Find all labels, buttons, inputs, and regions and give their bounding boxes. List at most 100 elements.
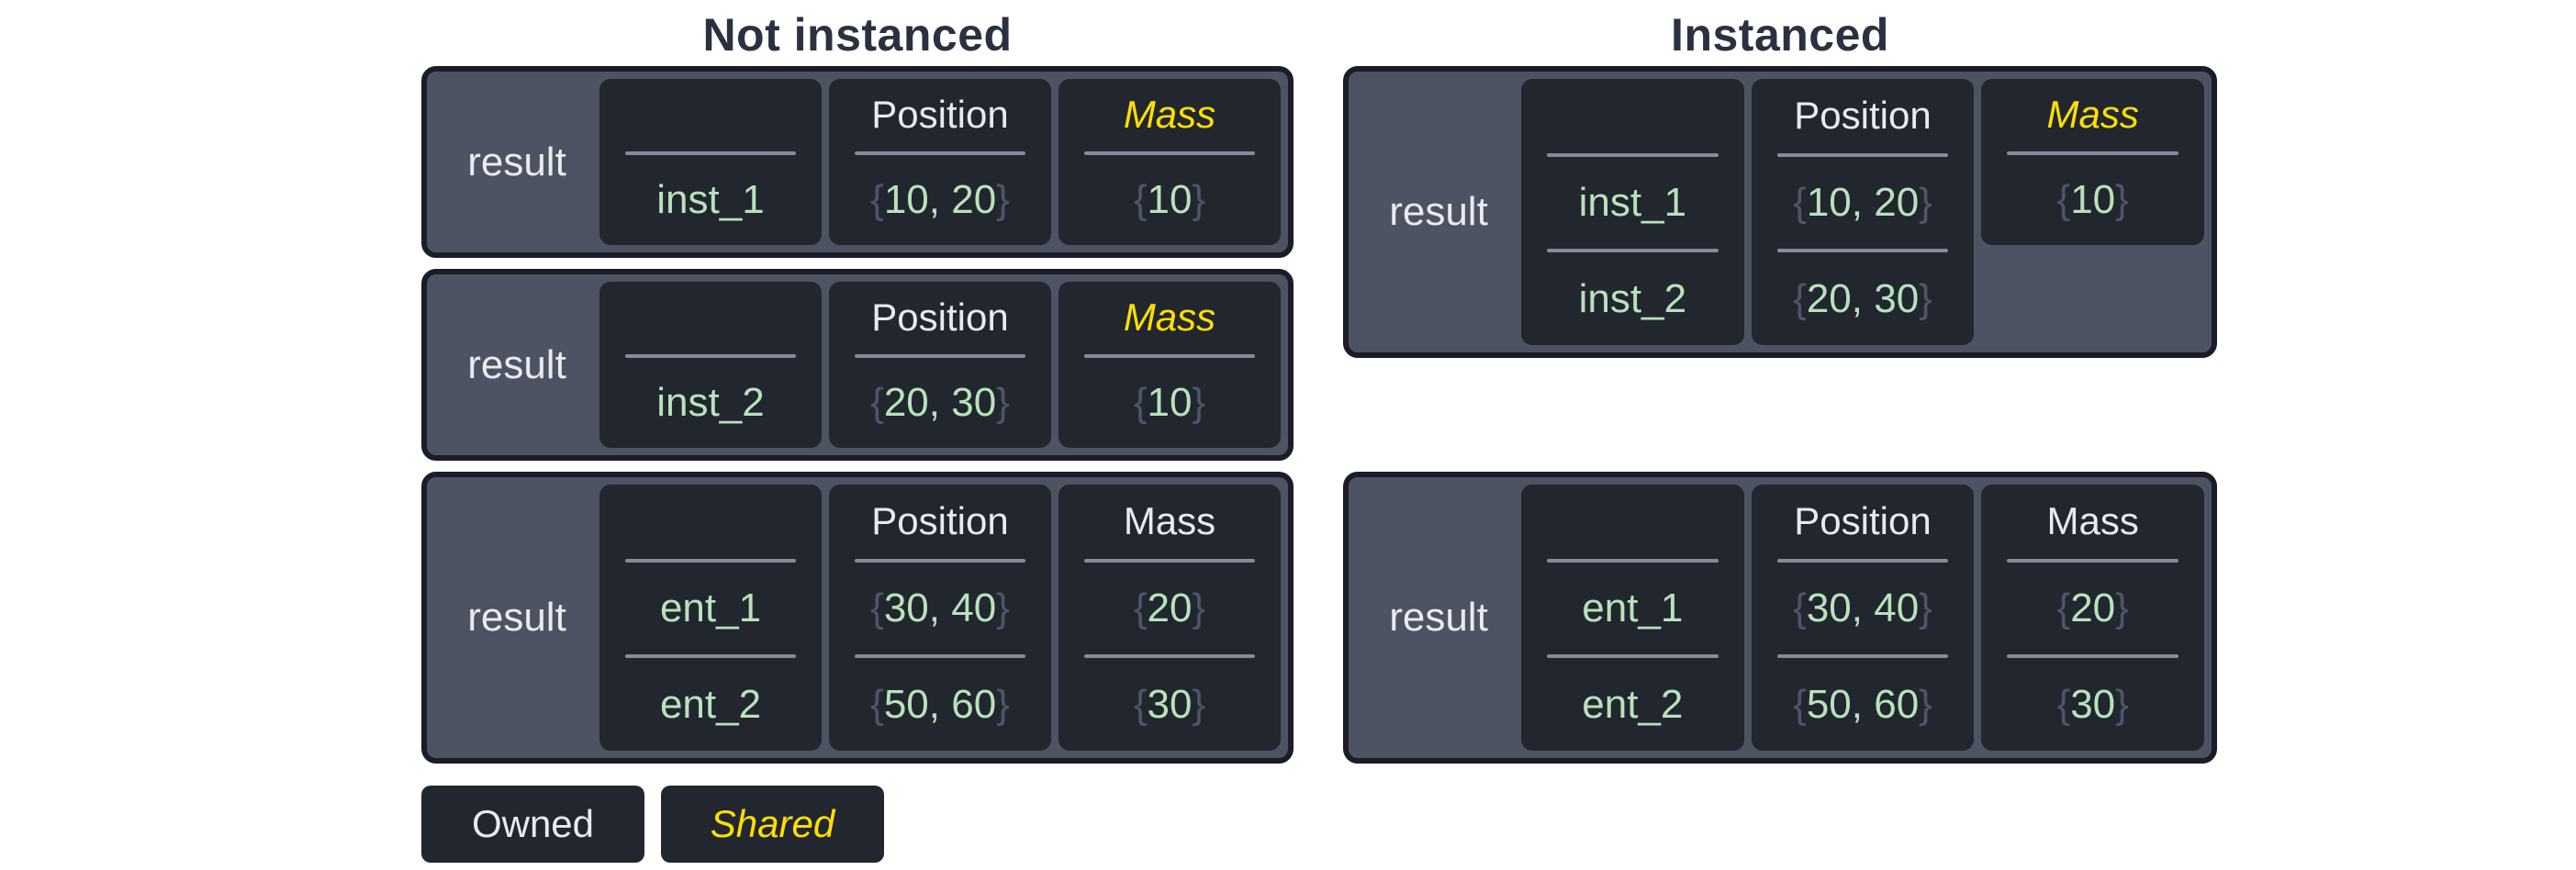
- row-divider: [625, 151, 796, 155]
- entity-name: inst_1: [656, 176, 765, 222]
- row-divider: [1776, 152, 1949, 157]
- value-open-brace: {: [1793, 179, 1807, 225]
- value-close-brace: }: [1919, 275, 1932, 321]
- value-text: 50, 60: [1806, 681, 1920, 727]
- column-cell: Mass{10}: [1058, 282, 1281, 448]
- value-text: 30: [1147, 681, 1193, 727]
- column-cell: inst_2: [599, 282, 822, 448]
- row-divider: [1547, 152, 1719, 157]
- value-close-brace: }: [996, 176, 1010, 222]
- value-text: 50, 60: [883, 681, 997, 727]
- component-value: {20}: [1064, 563, 1275, 655]
- value-close-brace: }: [1192, 681, 1206, 727]
- value-text: 30: [2070, 681, 2116, 727]
- section-title: Instanced: [1671, 9, 1889, 61]
- value-open-brace: {: [1133, 585, 1148, 630]
- row-divider: [1084, 151, 1255, 155]
- column-header-empty: [1527, 485, 1739, 559]
- value-text: 20, 30: [1806, 275, 1920, 321]
- column-cell: Mass{10}: [1058, 79, 1281, 245]
- column-header-position: Position: [1794, 499, 1932, 543]
- value-open-brace: {: [1793, 275, 1807, 321]
- row-divider: [855, 151, 1025, 155]
- row-divider: [1084, 654, 1255, 659]
- value-open-brace: {: [870, 681, 884, 727]
- value-text: 10, 20: [1806, 179, 1920, 225]
- result-label: result: [467, 595, 566, 640]
- column-header-mass: Mass: [1123, 499, 1216, 543]
- component-value: {50, 60}: [834, 658, 1046, 751]
- value-text: 30, 40: [1806, 585, 1920, 630]
- value-text: 20, 30: [883, 379, 997, 425]
- entity-name: ent_1: [659, 585, 762, 630]
- value-text: 10, 20: [883, 176, 997, 222]
- row-divider: [1776, 249, 1949, 253]
- component-value: {10}: [1064, 155, 1275, 245]
- value-close-brace: }: [2115, 585, 2129, 630]
- component-value: {30, 40}: [1757, 563, 1969, 655]
- value-text: 10: [1147, 176, 1193, 222]
- column-header-position: Position: [871, 499, 1009, 543]
- value-open-brace: {: [870, 585, 884, 630]
- component-value: {30}: [1064, 658, 1275, 751]
- row-divider: [625, 654, 796, 659]
- entity-name: ent_2: [659, 681, 762, 727]
- column-cell: Position{10, 20}: [829, 79, 1051, 245]
- row-divider: [1084, 353, 1255, 358]
- column-cell: Mass{10}: [1981, 79, 2205, 245]
- row-divider: [1084, 558, 1255, 563]
- row-divider: [1547, 249, 1719, 253]
- component-value: {10, 20}: [834, 155, 1046, 245]
- value-text: 10: [1147, 379, 1193, 425]
- column-header-mass: Mass: [2046, 499, 2139, 543]
- row-divider: [1776, 654, 1949, 659]
- value-open-brace: {: [870, 176, 884, 222]
- column-cell: Position{10, 20}{20, 30}: [1751, 79, 1975, 345]
- row-divider: [1547, 558, 1719, 563]
- component-value: {10}: [1987, 155, 2199, 245]
- component-value: {30}: [1987, 658, 2199, 751]
- value-close-brace: }: [2115, 176, 2129, 222]
- column-cell: Mass{20}{30}: [1058, 485, 1281, 751]
- column-header-empty: [605, 485, 816, 559]
- value-open-brace: {: [870, 379, 884, 425]
- component-value: {50, 60}: [1757, 658, 1969, 751]
- column-cell: Position{20, 30}: [829, 282, 1051, 448]
- value-close-brace: }: [996, 681, 1010, 727]
- value-open-brace: {: [1793, 681, 1807, 727]
- value-text: 30, 40: [883, 585, 997, 630]
- value-close-brace: }: [996, 379, 1010, 425]
- entity-name: inst_2: [656, 379, 765, 425]
- column-cell: Mass {20} {30}: [1981, 485, 2205, 751]
- value-text: 10: [2070, 176, 2116, 222]
- column-cell: inst_1: [599, 79, 822, 245]
- value-open-brace: {: [2056, 585, 2071, 630]
- component-value: {30, 40}: [834, 563, 1046, 655]
- component-value: {20, 30}: [834, 358, 1046, 448]
- value-close-brace: }: [1192, 379, 1206, 425]
- row-divider: [855, 558, 1025, 563]
- row-divider: [625, 558, 796, 563]
- value-close-brace: }: [1919, 585, 1932, 630]
- value-text: 20: [2070, 585, 2116, 630]
- value-open-brace: {: [1133, 681, 1148, 727]
- column-header-position: Position: [1794, 94, 1932, 138]
- value-close-brace: }: [1919, 681, 1932, 727]
- table-cells: inst_2 Position{20, 30}Mass{10}: [599, 282, 1281, 448]
- value-open-brace: {: [1793, 585, 1807, 630]
- value-close-brace: }: [996, 585, 1010, 630]
- value-open-brace: {: [1133, 176, 1148, 222]
- entity-name: inst_2: [1578, 275, 1687, 321]
- component-value: {10}: [1064, 358, 1275, 448]
